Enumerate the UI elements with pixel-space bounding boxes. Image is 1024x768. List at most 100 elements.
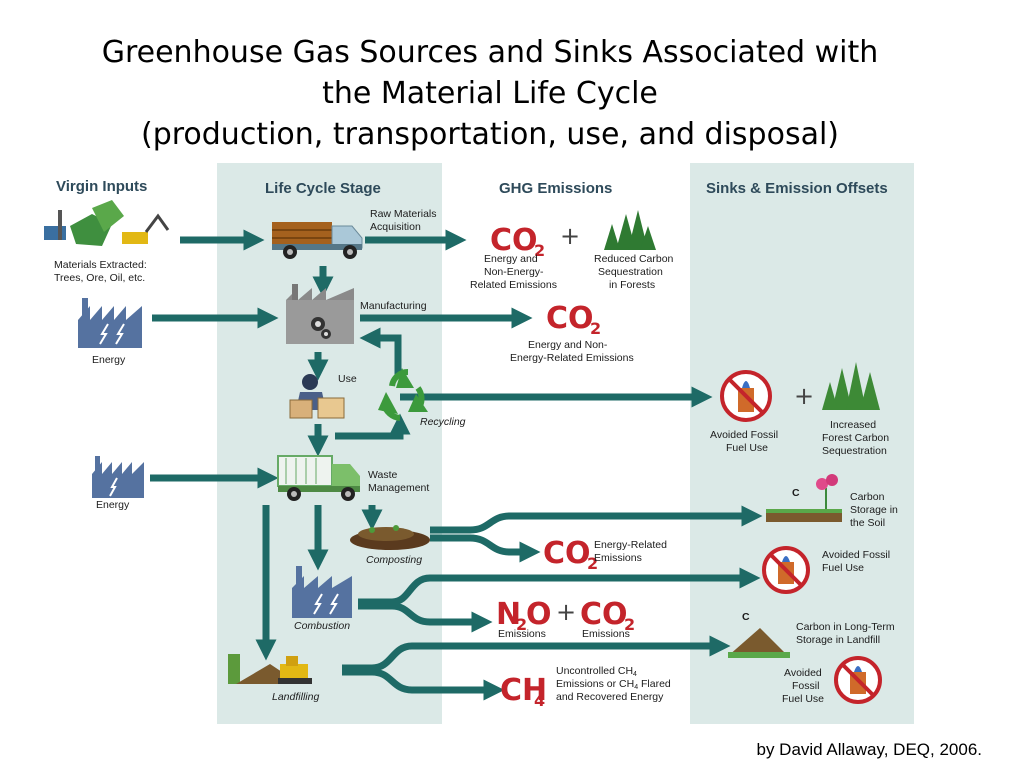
avoided-fossil-icon-3 bbox=[834, 656, 882, 704]
factory-energy-icon-2 bbox=[92, 456, 144, 498]
label-forest-s-3: Sequestration bbox=[822, 445, 887, 457]
label-waste-2: Management bbox=[368, 482, 429, 494]
svg-text:N: N bbox=[496, 597, 521, 632]
slide-title: Greenhouse Gas Sources and Sinks Associa… bbox=[0, 32, 980, 155]
label-raw-co2-3: Related Emissions bbox=[470, 279, 557, 291]
label-soil-3: the Soil bbox=[850, 517, 885, 529]
label-soil-1: Carbon bbox=[850, 491, 885, 503]
arrow-combustion-to-fossil bbox=[358, 567, 761, 606]
soil-carbon-icon bbox=[766, 474, 842, 522]
label-forest-s-2: Forest Carbon bbox=[822, 432, 889, 444]
header-ghg-emissions: GHG Emissions bbox=[499, 180, 612, 197]
plus-sign-2: + bbox=[556, 598, 576, 626]
compost-pile-icon bbox=[350, 525, 430, 550]
label-fossil2-2: Fuel Use bbox=[822, 562, 864, 574]
label-raw-2: Acquisition bbox=[370, 221, 421, 233]
label-materials-1: Materials Extracted: bbox=[54, 259, 147, 271]
label-fossil3-3: Fuel Use bbox=[782, 693, 824, 705]
svg-text:CO: CO bbox=[490, 223, 538, 258]
svg-text:4: 4 bbox=[534, 691, 545, 710]
label-forest-3: in Forests bbox=[609, 279, 655, 291]
label-soil-c: C bbox=[792, 487, 800, 499]
label-raw-co2-1: Energy and bbox=[484, 253, 538, 265]
label-ch4-2: Emissions or CH4 Flared bbox=[556, 678, 671, 691]
svg-text:O: O bbox=[526, 597, 552, 632]
landfill-bulldozer-icon bbox=[228, 654, 312, 684]
use-consumer-icon bbox=[289, 374, 345, 419]
label-waste-1: Waste bbox=[368, 469, 398, 481]
avoided-fossil-icon-2 bbox=[762, 546, 810, 594]
label-fossil2-1: Avoided Fossil bbox=[822, 549, 890, 561]
arrow-use-to-recycling bbox=[335, 413, 411, 440]
label-landfill-c: C bbox=[742, 611, 750, 623]
co2-raw-materials: CO 2 bbox=[490, 223, 545, 260]
svg-text:2: 2 bbox=[587, 554, 598, 573]
label-combustion: Combustion bbox=[294, 620, 350, 632]
arrow-recycling-to-mfg bbox=[359, 327, 402, 375]
header-life-cycle-stage: Life Cycle Stage bbox=[265, 180, 381, 197]
increased-forest-icon bbox=[822, 362, 880, 410]
co2-combustion: CO 2 bbox=[580, 597, 635, 634]
log-truck-icon bbox=[272, 222, 363, 259]
label-materials-2: Trees, Ore, Oil, etc. bbox=[54, 272, 145, 284]
svg-text:2: 2 bbox=[516, 615, 527, 634]
svg-text:2: 2 bbox=[534, 241, 545, 260]
arrow-compost-to-co2 bbox=[430, 534, 541, 563]
label-use: Use bbox=[338, 373, 357, 385]
co2-manufacturing: CO 2 bbox=[546, 301, 601, 338]
label-energy-1: Energy bbox=[92, 354, 126, 366]
label-forest-s-1: Increased bbox=[830, 419, 876, 431]
label-composting: Composting bbox=[366, 554, 422, 566]
waste-truck-icon bbox=[277, 455, 360, 501]
credit-text: by David Allaway, DEQ, 2006. bbox=[756, 740, 982, 759]
label-forest-1: Reduced Carbon bbox=[594, 253, 674, 265]
label-forest-2: Sequestration bbox=[598, 266, 663, 278]
label-compost-co2-1: Energy-Related bbox=[594, 539, 667, 551]
label-comb-co2-emissions: Emissions bbox=[582, 628, 630, 640]
label-recycling: Recycling bbox=[420, 416, 466, 428]
landfill-storage-icon bbox=[728, 628, 790, 658]
arrow-combustion-to-n2o bbox=[358, 602, 493, 633]
label-mfg-co2-1: Energy and Non- bbox=[528, 339, 608, 351]
flow-arrows bbox=[150, 229, 763, 701]
plus-sign-3: + bbox=[794, 382, 814, 410]
label-landfill-1: Carbon in Long-Term bbox=[796, 621, 895, 633]
label-landfill-2: Storage in Landfill bbox=[796, 634, 880, 646]
label-ch4-3: and Recovered Energy bbox=[556, 691, 664, 703]
svg-text:2: 2 bbox=[590, 319, 601, 338]
svg-text:CO: CO bbox=[580, 597, 628, 632]
manufacturing-plant-icon bbox=[286, 284, 354, 344]
label-landfilling: Landfilling bbox=[272, 691, 319, 703]
factory-energy-icon bbox=[78, 298, 142, 348]
label-raw-co2-2: Non-Energy- bbox=[484, 266, 544, 278]
combustion-plant-icon bbox=[292, 566, 352, 618]
label-mfg-co2-2: Energy-Related Emissions bbox=[510, 352, 634, 364]
arrow-landfill-to-storage bbox=[342, 635, 731, 672]
plus-sign-1: + bbox=[560, 222, 580, 250]
title-line-3: (production, transportation, use, and di… bbox=[140, 117, 839, 152]
title-line-2: the Material Life Cycle bbox=[322, 76, 658, 111]
label-fossil3-1: Avoided bbox=[784, 667, 822, 679]
label-fossil3-2: Fossil bbox=[792, 680, 819, 692]
label-manufacturing: Manufacturing bbox=[360, 300, 427, 312]
n2o-combustion: N 2 O bbox=[496, 597, 552, 634]
label-soil-2: Storage in bbox=[850, 504, 898, 516]
ch4-landfill: CH 4 bbox=[500, 673, 547, 710]
reduced-forest-icon bbox=[604, 210, 656, 250]
arrow-landfill-to-ch4 bbox=[342, 668, 505, 701]
life-cycle-panel bbox=[217, 163, 442, 724]
header-sinks: Sinks & Emission Offsets bbox=[706, 180, 888, 197]
label-energy-2: Energy bbox=[96, 499, 130, 511]
label-compost-co2-2: Emissions bbox=[594, 552, 642, 564]
label-n2o-emissions: Emissions bbox=[498, 628, 546, 640]
svg-text:CH: CH bbox=[500, 673, 547, 708]
svg-text:CO: CO bbox=[543, 536, 591, 571]
title-line-1: Greenhouse Gas Sources and Sinks Associa… bbox=[101, 35, 879, 70]
recycling-icon bbox=[378, 368, 428, 421]
label-fossil1-2: Fuel Use bbox=[726, 442, 768, 454]
svg-text:2: 2 bbox=[624, 615, 635, 634]
header-virgin-inputs: Virgin Inputs bbox=[56, 178, 147, 195]
label-fossil1-1: Avoided Fossil bbox=[710, 429, 778, 441]
label-raw-1: Raw Materials bbox=[370, 208, 437, 220]
